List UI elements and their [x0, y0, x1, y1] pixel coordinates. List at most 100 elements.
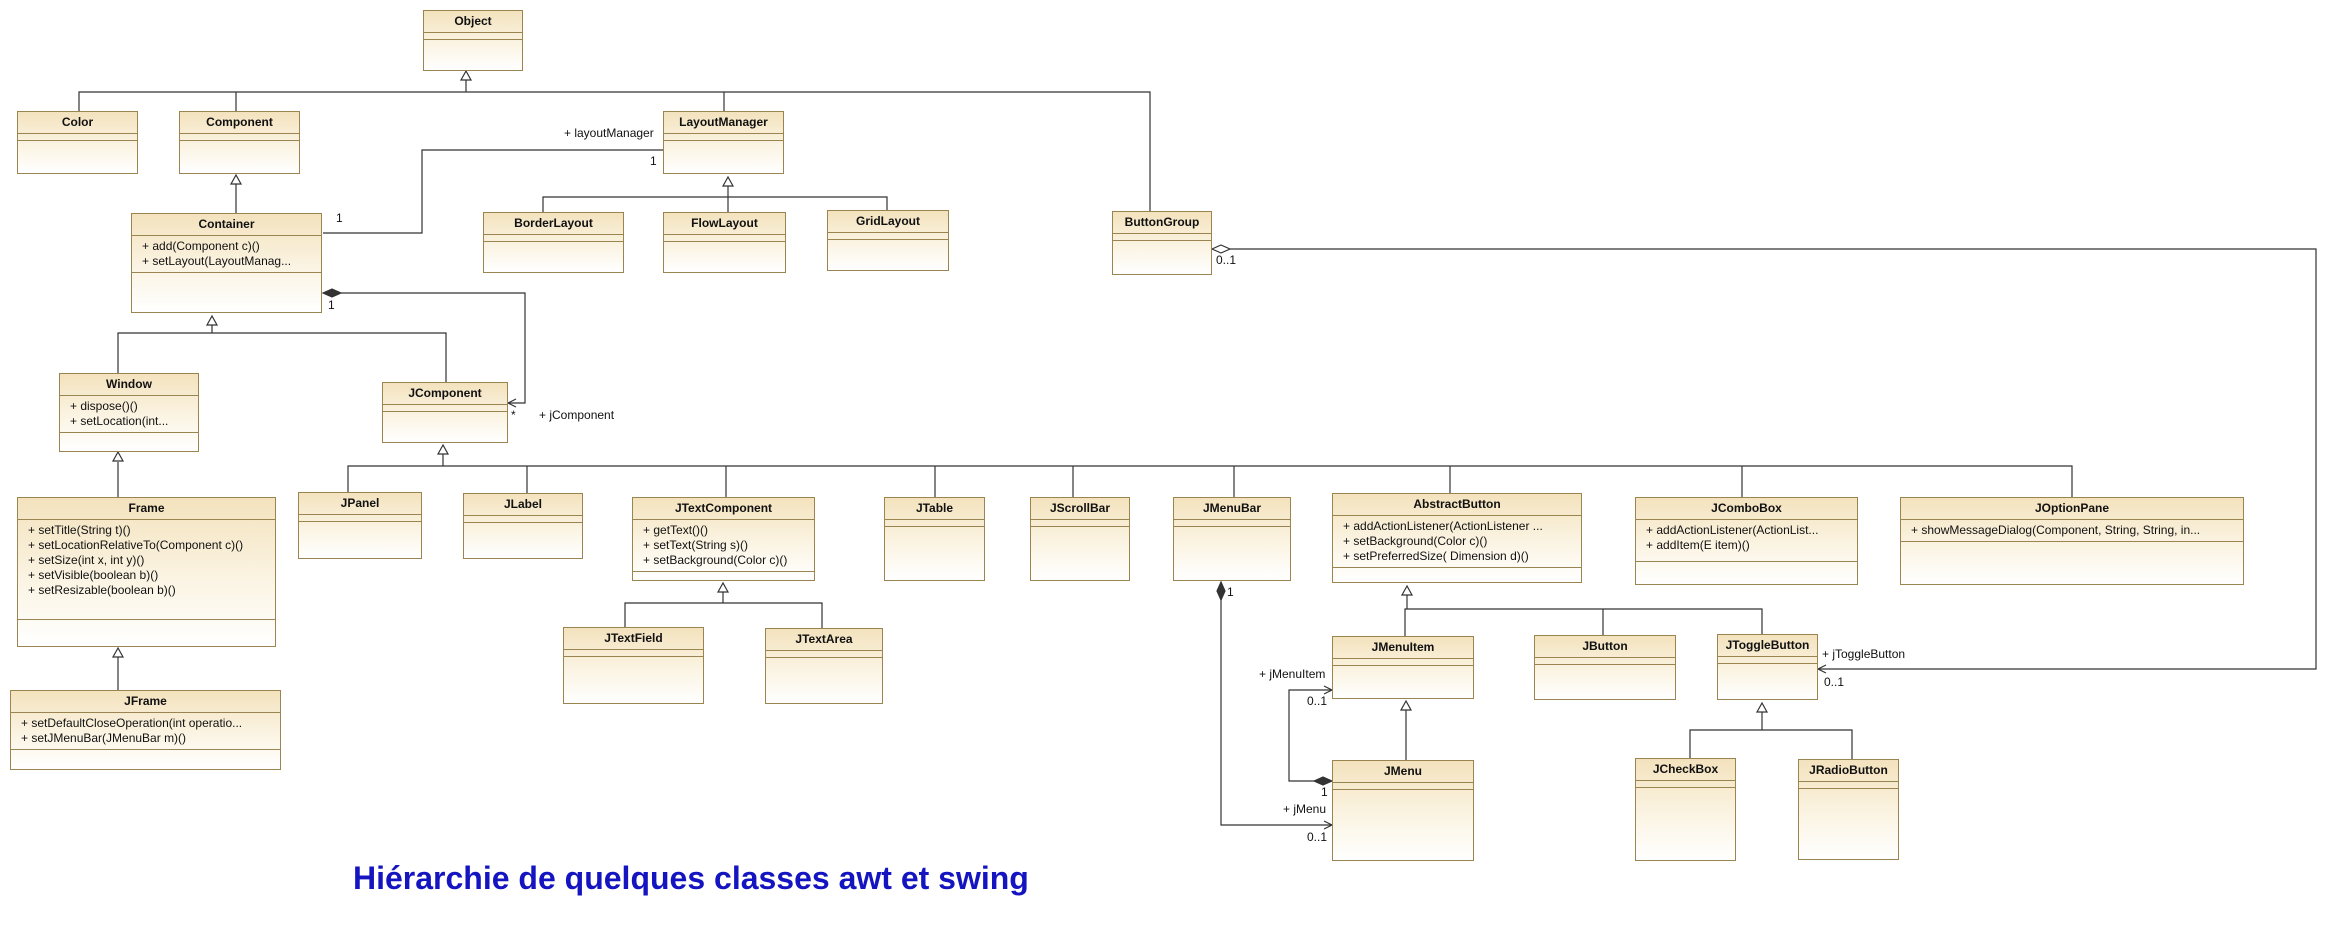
composition-line: [1220, 599, 1332, 826]
generalization-arrow: [459, 69, 473, 81]
class-name: JMenuBar: [1202, 501, 1261, 515]
class-name: JMenu: [1383, 764, 1422, 778]
aggregation-line: [1230, 248, 2317, 670]
class-name: Window: [106, 377, 152, 391]
class-jtable[interactable]: JTable: [884, 497, 985, 581]
association-line: [323, 149, 663, 234]
class-container[interactable]: Container + add(Component c)() + setLayo…: [131, 213, 322, 313]
operations: + addActionListener(ActionListener ... +…: [1333, 515, 1581, 567]
generalization-arrow: [229, 173, 243, 185]
class-flow-layout[interactable]: FlowLayout: [663, 212, 786, 273]
operation: + setResizable(boolean b)(): [28, 583, 176, 597]
class-abstract-button[interactable]: AbstractButton + addActionListener(Actio…: [1332, 493, 1582, 583]
composition-diamond: [1216, 580, 1226, 602]
class-name: Color: [61, 115, 94, 129]
class-name: JTextField: [604, 631, 663, 645]
generalization-arrow: [721, 175, 735, 187]
diagram-title: Hiérarchie de quelques classes awt et sw…: [353, 860, 1029, 896]
class-color[interactable]: Color: [17, 111, 138, 174]
class-name: BorderLayout: [514, 216, 593, 230]
composition-diamond: [1312, 776, 1334, 786]
class-name: JOptionPane: [2034, 501, 2109, 515]
generalization-line: [1404, 608, 1763, 636]
jtoggle-multiplicity: 0..1: [1824, 675, 1845, 689]
operation: + setText(String s)(): [643, 538, 749, 552]
jcomponent-multiplicity: *: [511, 408, 516, 422]
container-composition-multiplicity: 1: [328, 298, 335, 312]
class-jcheck-box[interactable]: JCheckBox: [1635, 758, 1736, 861]
class-name: JComboBox: [1711, 501, 1782, 515]
operation: + addActionListener(ActionListener ...: [1343, 519, 1543, 533]
jmenu-role-label: + jMenu: [1283, 802, 1327, 816]
class-jpanel[interactable]: JPanel: [298, 492, 422, 559]
class-component[interactable]: Component: [179, 111, 300, 174]
class-name: JRadioButton: [1809, 763, 1888, 777]
navigability-arrow: [1816, 664, 1827, 674]
class-jmenu-item[interactable]: JMenuItem: [1332, 636, 1474, 699]
operation: + add(Component c)(): [142, 239, 260, 253]
generalization-arrow: [205, 314, 219, 326]
class-name: JMenuItem: [1371, 640, 1435, 654]
class-frame[interactable]: Frame + setTitle(String t)() + setLocati…: [17, 497, 276, 647]
class-joption-pane[interactable]: JOptionPane + showMessageDialog(Componen…: [1900, 497, 2244, 585]
generalization-line: [117, 332, 447, 382]
composition-diamond: [321, 288, 343, 298]
class-object[interactable]: Object: [423, 10, 523, 71]
class-jmenu[interactable]: JMenu: [1332, 760, 1474, 861]
operation: + setJMenuBar(JMenuBar m)(): [21, 731, 187, 745]
class-button-group[interactable]: ButtonGroup: [1112, 211, 1212, 275]
generalization-line: [78, 91, 1151, 211]
class-name: JComponent: [408, 386, 482, 400]
class-border-layout[interactable]: BorderLayout: [483, 212, 624, 273]
class-layout-manager[interactable]: LayoutManager: [663, 111, 784, 174]
class-jmenu-bar[interactable]: JMenuBar: [1173, 497, 1291, 581]
operation: + setSize(int x, int y)(): [28, 553, 145, 567]
class-jframe[interactable]: JFrame + setDefaultCloseOperation(int op…: [10, 690, 281, 770]
operations: + setDefaultCloseOperation(int operatio.…: [11, 712, 280, 749]
operation: + setBackground(Color c)(): [1343, 534, 1488, 548]
class-name: JScrollBar: [1049, 501, 1111, 515]
class-jscroll-bar[interactable]: JScrollBar: [1030, 497, 1130, 581]
jmenu-item-multiplicity: 0..1: [1307, 694, 1328, 708]
aggregation-diamond: [1210, 244, 1232, 254]
generalization-line: [1689, 729, 1853, 759]
composition-line: [1288, 689, 1332, 782]
class-jtext-component[interactable]: JTextComponent + getText()() + setText(S…: [632, 497, 815, 581]
generalization-line: [347, 465, 2073, 497]
class-name: GridLayout: [855, 214, 920, 228]
class-jlabel[interactable]: JLabel: [463, 493, 583, 559]
generalization-arrow: [111, 646, 125, 658]
jcomponent-role-label: + jComponent: [539, 408, 615, 422]
class-grid-layout[interactable]: GridLayout: [827, 210, 949, 271]
class-jtext-field[interactable]: JTextField: [563, 627, 704, 704]
operations: + getText()() + setText(String s)() + se…: [633, 519, 814, 571]
class-jtoggle-button[interactable]: JToggleButton: [1717, 634, 1818, 700]
class-jbutton[interactable]: JButton: [1534, 635, 1676, 700]
operation: + setTitle(String t)(): [28, 523, 131, 537]
class-jcomponent[interactable]: JComponent: [382, 382, 508, 443]
operation: + setPreferredSize( Dimension d)(): [1343, 549, 1529, 563]
generalization-arrow: [1399, 699, 1413, 711]
class-name: LayoutManager: [679, 115, 768, 129]
class-jradio-button[interactable]: JRadioButton: [1798, 759, 1899, 860]
class-name: AbstractButton: [1413, 497, 1501, 511]
operation: + setLocation(int...: [70, 414, 169, 428]
operation: + setBackground(Color c)(): [643, 553, 788, 567]
class-name: JTextComponent: [674, 501, 773, 515]
generalization-arrow: [111, 450, 125, 462]
operations: + showMessageDialog(Component, String, S…: [1901, 519, 2243, 541]
operations: + add(Component c)() + setLayout(LayoutM…: [132, 235, 321, 272]
operation: + setDefaultCloseOperation(int operatio.…: [21, 716, 243, 730]
class-jcombo-box[interactable]: JComboBox + addActionListener(ActionList…: [1635, 497, 1858, 585]
class-jtext-area[interactable]: JTextArea: [765, 628, 883, 704]
operations: + addActionListener(ActionList... + addI…: [1636, 519, 1857, 561]
layout-manager-role-label: + layoutManager: [564, 126, 654, 140]
operation: + setVisible(boolean b)(): [28, 568, 159, 582]
class-name: FlowLayout: [691, 216, 758, 230]
class-window[interactable]: Window + dispose()() + setLocation(int..…: [59, 373, 199, 452]
composition-line: [341, 292, 526, 404]
navigability-arrow: [506, 398, 517, 408]
jmenu-bar-multiplicity: 1: [1227, 585, 1234, 599]
generalization-arrow: [1400, 584, 1414, 596]
